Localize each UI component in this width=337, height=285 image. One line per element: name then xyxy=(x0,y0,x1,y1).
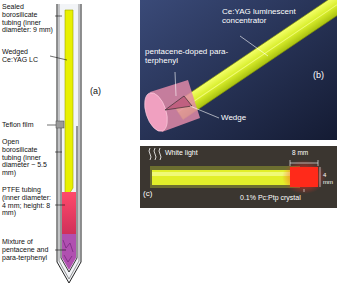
label-text: Wedge xyxy=(221,114,261,123)
label-text: (b) xyxy=(313,70,335,80)
label-text: 4 mm xyxy=(323,172,337,185)
lc-rod-photo xyxy=(152,170,298,185)
rendering-panel xyxy=(140,0,337,140)
wedge xyxy=(165,96,192,110)
label-text: Wedged Ce:YAG LC xyxy=(2,48,50,64)
label-text: (a) xyxy=(90,86,120,96)
teflon-film xyxy=(56,121,64,128)
label-text: White light xyxy=(165,149,215,157)
light-waves xyxy=(149,148,161,160)
ce-yag-rod xyxy=(65,10,73,200)
label-text: pentacene-doped para-terphenyl xyxy=(145,48,230,66)
red-crystal xyxy=(290,167,318,187)
lc-rod-3d xyxy=(173,0,337,119)
label-text: (c) xyxy=(143,190,163,199)
label-text: Teflon film xyxy=(2,121,48,129)
label-text: Sealed borosilicate tubing (inner diamet… xyxy=(2,3,55,34)
sealed-tube xyxy=(57,4,81,283)
label-text: 8 mm xyxy=(292,149,322,156)
label-text: Mixture of pentacene and para-terphenyl xyxy=(2,238,55,261)
leader-lines xyxy=(47,16,67,250)
label-text: Open borosilicate tubing (inner diameter… xyxy=(2,138,55,177)
photo-panel xyxy=(140,146,337,208)
tube-schematic xyxy=(47,4,81,283)
label-text: 0.1% Pc:Ptp crystal xyxy=(240,194,335,202)
label-text: Ce:YAG luminescent concentrator xyxy=(222,8,322,26)
ptfe-tubing xyxy=(62,192,76,234)
dimension-lines xyxy=(290,160,320,192)
label-text: PTFE tubing (inner diameter: 4 mm; heigh… xyxy=(2,186,55,217)
mixture xyxy=(62,234,76,270)
